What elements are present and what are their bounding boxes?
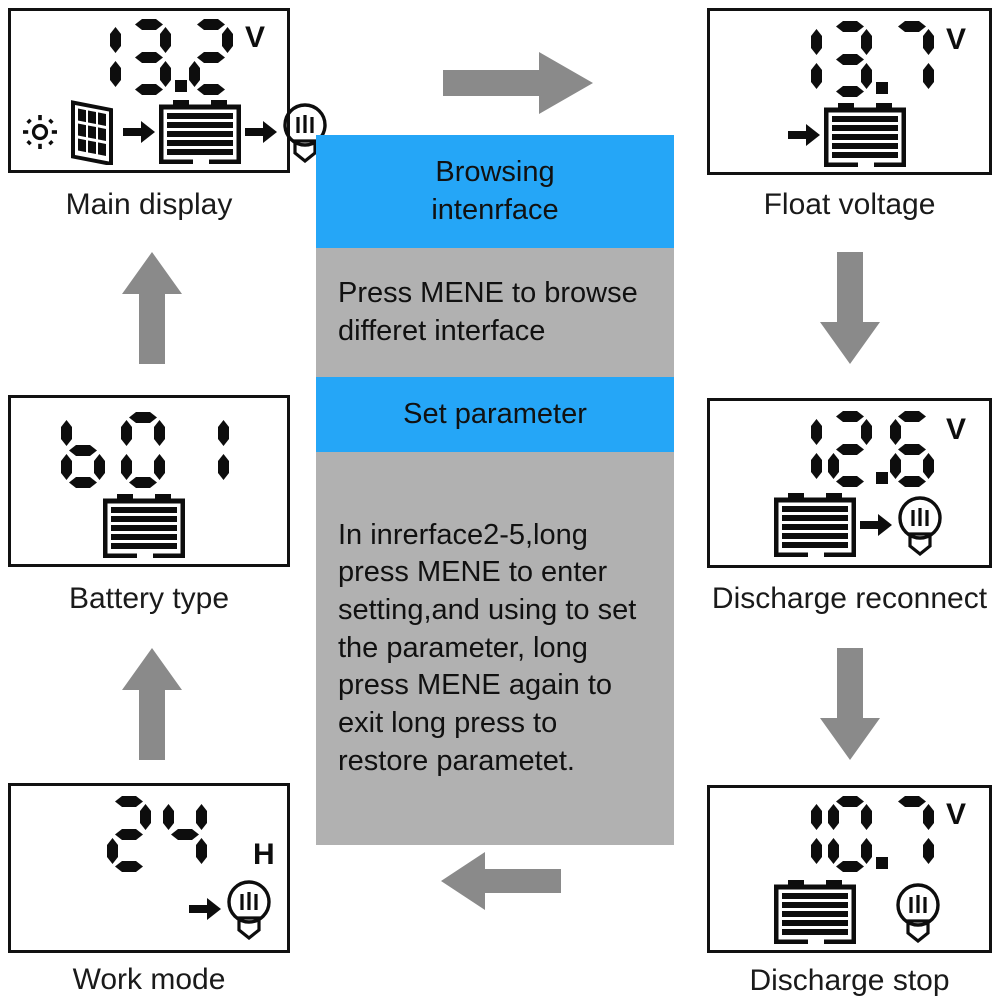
lcd-reading-discharge-reconnect: V [778,411,966,487]
seg-digit-1 [778,21,822,97]
arrow-right-icon [123,121,155,143]
flow-arrow-right-down-upper [820,252,880,364]
light-bulb-icon [223,878,275,940]
lcd-reading-float-voltage: V [778,21,966,97]
lcd-reading-battery-type [61,412,235,488]
seg-digit-1 [778,411,822,487]
seven-segment-digits [778,411,940,487]
instruction-panel: Browsing intenrface Press MENE to browse… [316,135,674,845]
decimal-point [175,80,187,92]
band-set-parameter-heading: Set parameter [316,377,674,452]
seg-digit-7 [890,21,934,97]
panel-main-display: V [8,8,327,173]
flow-arrow-bottom-left [441,852,561,910]
panel-discharge-stop: V [707,785,992,953]
panel-work-mode: H [8,783,290,953]
battery-icon [774,880,856,944]
flow-arrow-left-up-lower [122,648,182,760]
battery-icon [103,494,185,558]
seven-segment-digits [107,796,213,872]
seg-digit-6 [890,411,934,487]
band-browsing-instruction-text: Press MENE to browse differet interface [338,276,638,347]
label-battery-type: Battery type [68,582,230,615]
icon-row-work-mode [189,878,275,940]
panel-discharge-reconnect: V [707,398,992,568]
flow-arrow-left-up-upper [122,252,182,364]
lcd-reading-main-display: V [77,19,265,95]
seg-digit-0 [828,796,872,872]
decimal-point [876,472,888,484]
seg-digit-2 [107,796,151,872]
seg-digit-1 [778,796,822,872]
label-main-display: Main display [65,188,233,221]
battery-icon [824,103,906,167]
seg-digit-1 [77,19,121,95]
panel-float-voltage: V [707,8,992,175]
band-browsing-instruction: Press MENE to browse differet interface [316,248,674,377]
arrow-right-icon [860,514,892,536]
band-browsing-interface-text: Browsing intenrface [431,155,559,226]
seg-digit-2 [189,19,233,95]
lcd-reading-discharge-stop: V [778,796,966,872]
decimal-point [876,82,888,94]
light-bulb-icon [279,101,331,163]
label-float-voltage: Float voltage [763,188,936,221]
band-set-parameter-instruction-text: In inrerface2-5,long press MENE to enter… [338,518,637,777]
band-set-parameter-text: Set parameter [403,397,587,430]
lcd-reading-work-mode: H [107,796,275,872]
decimal-point [876,857,888,869]
sun-icon [23,115,57,149]
icon-row-discharge-reconnect [774,493,946,557]
unit-label: H [253,838,275,871]
arrow-right-icon [189,898,221,920]
label-work-mode: Work mode [72,963,226,996]
seg-digit-1 [185,412,229,488]
label-discharge-stop: Discharge stop [749,964,950,997]
seg-digit-4 [163,796,207,872]
seg-digit-0 [121,412,165,488]
icon-row-battery-type [103,494,185,558]
label-discharge-reconnect: Discharge reconnect [711,582,988,615]
panel-battery-type [8,395,290,567]
seg-digit-3 [828,21,872,97]
unit-label: V [946,798,967,831]
flow-arrow-top-right [443,52,593,114]
band-set-parameter-instruction: In inrerface2-5,long press MENE to enter… [316,452,674,845]
light-bulb-icon [894,494,946,556]
icon-row-float-voltage [788,103,906,167]
flow-arrow-right-down-lower [820,648,880,760]
seg-digit-3 [127,19,171,95]
battery-icon [774,493,856,557]
unit-label: V [946,23,967,56]
arrow-right-icon [245,121,277,143]
seg-digit-2 [828,411,872,487]
seg-digit-7 [890,796,934,872]
seven-segment-digits [61,412,235,488]
seven-segment-digits [778,21,940,97]
battery-icon [159,100,241,164]
unit-label: V [946,413,967,446]
seg-digit-b [61,412,105,488]
seven-segment-digits [778,796,940,872]
unit-label: V [245,21,266,54]
arrow-right-icon [788,124,820,146]
solar-panel-icon [65,99,119,165]
icon-row-main-display [23,99,331,165]
icon-row-discharge-stop [774,880,944,944]
light-bulb-icon [892,881,944,943]
band-browsing-interface-heading: Browsing intenrface [316,135,674,248]
seven-segment-digits [77,19,239,95]
